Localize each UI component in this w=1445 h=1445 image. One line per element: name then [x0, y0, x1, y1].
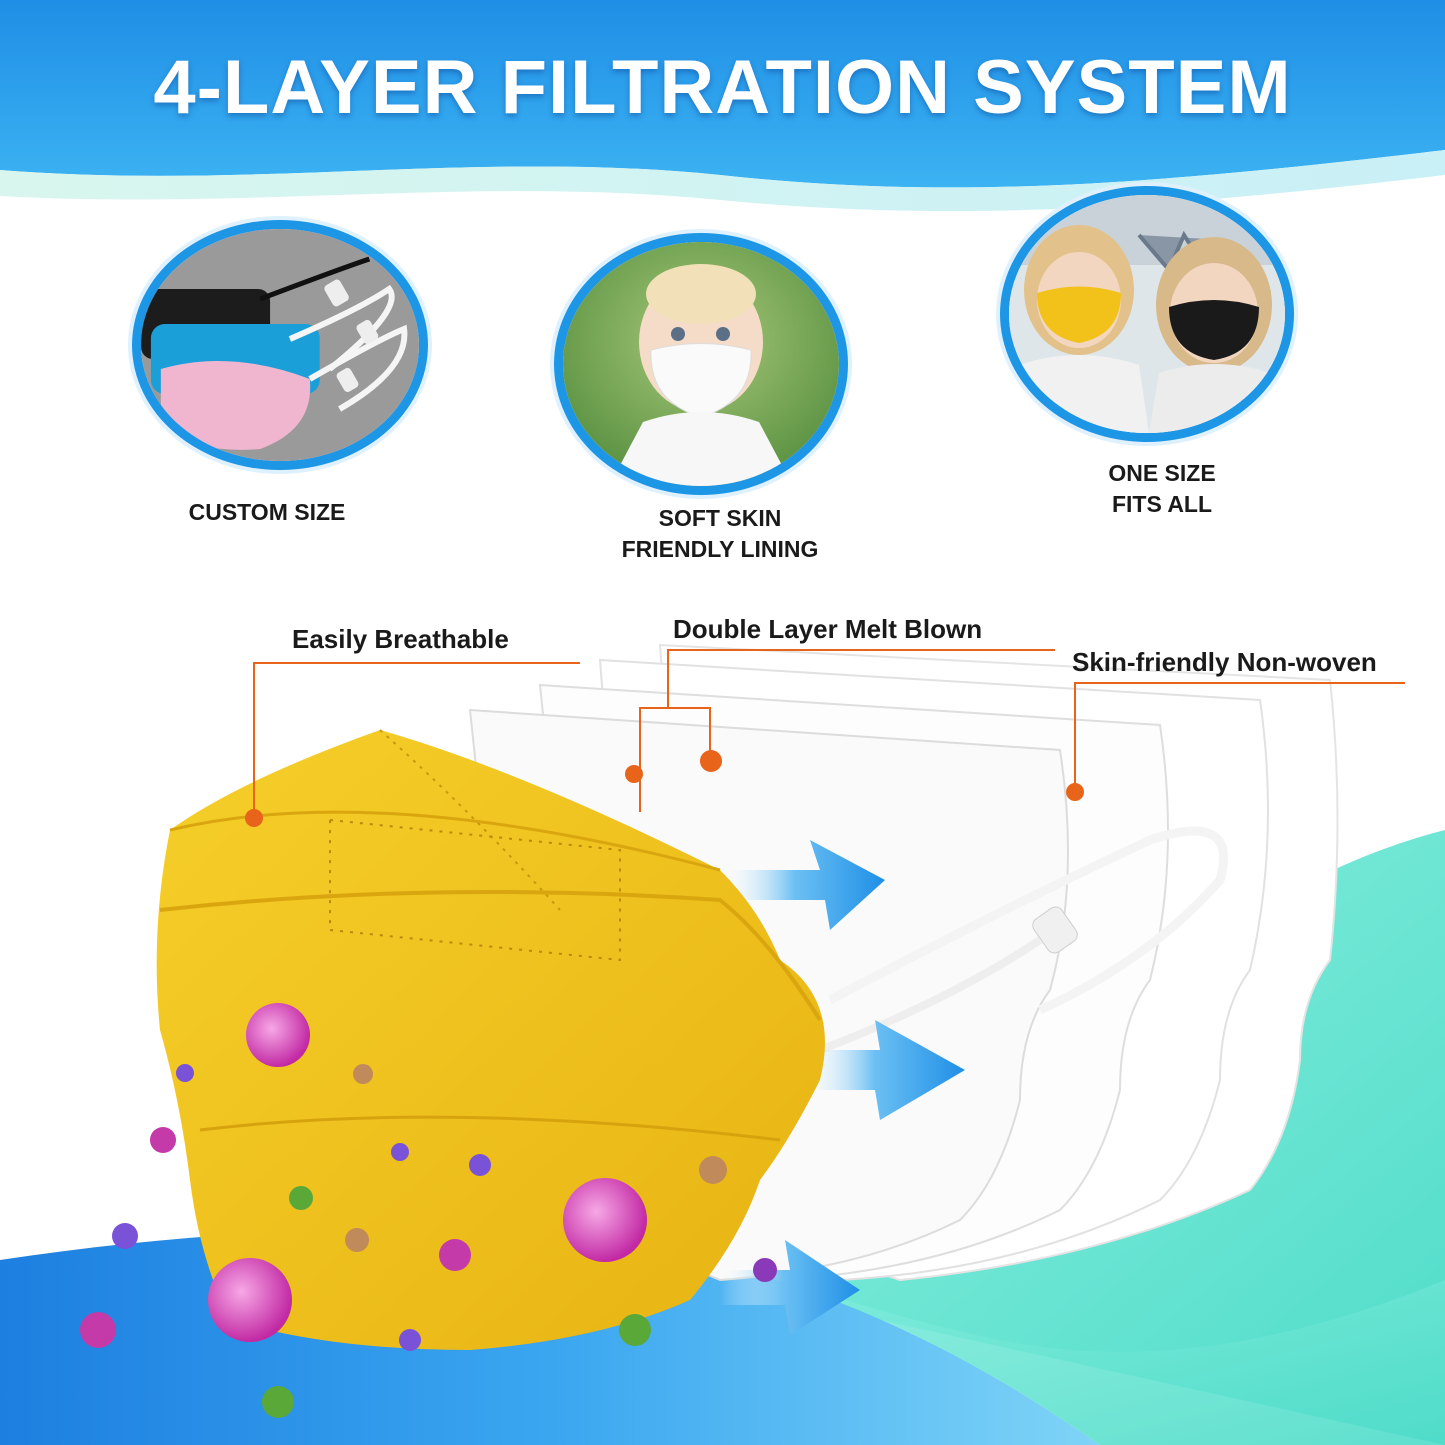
children-wearing-masks-photo [1000, 186, 1294, 442]
banner-background [0, 0, 1445, 240]
baby-wearing-mask-photo [554, 233, 848, 495]
callout-easily-breathable: Easily Breathable [292, 624, 509, 654]
page-title: 4-LAYER FILTRATION SYSTEM [153, 45, 1292, 130]
layer-diagram: Easily Breathable Double Layer Melt Blow… [0, 580, 1445, 1445]
layer-illustration [0, 643, 1445, 1445]
header-banner: 4-LAYER FILTRATION SYSTEM [0, 0, 1445, 240]
virus-particles [80, 1003, 777, 1418]
feature-label-line1: SOFT SKIN [658, 505, 782, 531]
adjustable-ear-loops-photo [132, 220, 428, 470]
feature-label-line2: FITS ALL [1111, 491, 1213, 517]
feature-label-line1: CUSTOM SIZE [188, 499, 346, 525]
feature-label-line2: FRIENDLY LINING [621, 536, 819, 562]
callout-double-layer-melt-blown: Double Layer Melt Blown [673, 614, 983, 644]
callout-skin-friendly-non-woven: Skin-friendly Non-woven [1072, 647, 1377, 677]
feature-label-line1: ONE SIZE [1108, 460, 1216, 486]
